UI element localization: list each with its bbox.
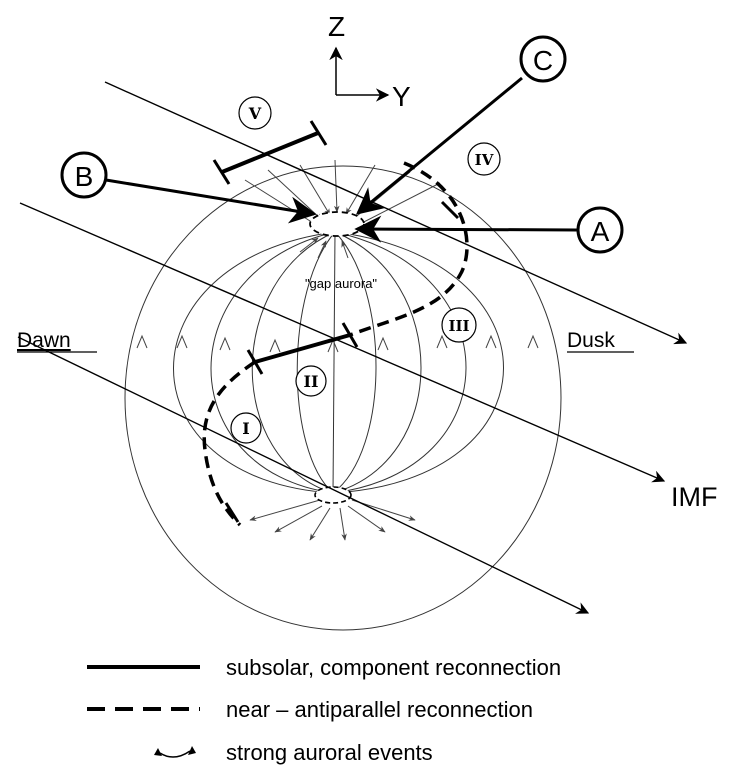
curved-arrow-icon xyxy=(154,746,196,758)
imf-label: IMF xyxy=(671,482,718,512)
legend: subsolar, component reconnection near – … xyxy=(87,655,561,765)
dawn-label: Dawn xyxy=(17,329,71,352)
callout-C: C xyxy=(519,35,567,83)
south-polar-arrows xyxy=(249,499,416,541)
callout-A-label: A xyxy=(591,216,610,247)
field-lines xyxy=(136,231,539,494)
region-I: I xyxy=(230,412,262,444)
north-polar-cap xyxy=(309,211,365,237)
region-II-label: II xyxy=(304,372,319,391)
callout-B-label: B xyxy=(75,161,94,192)
component-reconnection-lines xyxy=(212,120,359,375)
legend-item-curved-arrow: strong auroral events xyxy=(226,740,433,765)
region-V: V xyxy=(238,96,272,130)
region-IV: IV xyxy=(467,142,501,176)
callout-lines xyxy=(105,76,578,243)
dusk-label: Dusk xyxy=(567,329,615,352)
z-axis-label: Z xyxy=(328,11,345,42)
callout-A: A xyxy=(576,206,624,254)
callout-B: B xyxy=(60,151,108,199)
legend-item-solid: subsolar, component reconnection xyxy=(226,655,561,680)
region-I-label: I xyxy=(242,419,249,438)
imf-lines xyxy=(17,81,688,614)
region-V-label: V xyxy=(248,104,262,123)
callout-C-label: C xyxy=(533,45,553,76)
gap-aurora-label: "gap aurora" xyxy=(305,276,377,291)
earth-globe xyxy=(124,165,562,631)
axis-indicator: Z Y xyxy=(328,11,411,112)
legend-item-dashed: near – antiparallel reconnection xyxy=(226,697,533,722)
y-axis-label: Y xyxy=(392,81,411,112)
south-polar-cap xyxy=(314,486,352,504)
region-IV-label: IV xyxy=(475,151,494,169)
region-III: III xyxy=(441,307,477,343)
antiparallel-reconnection-path xyxy=(202,161,469,527)
region-II: II xyxy=(295,365,327,397)
region-III-label: III xyxy=(448,317,469,335)
